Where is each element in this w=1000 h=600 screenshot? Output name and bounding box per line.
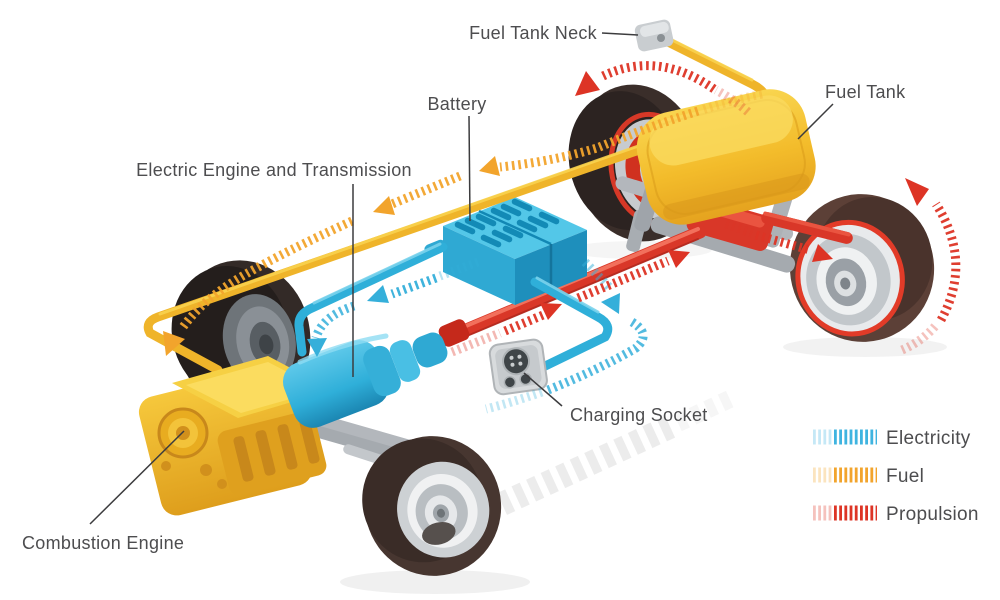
legend-label-fuel: Fuel [886,466,924,487]
fuel-line [143,135,673,375]
label-charging-socket: Charging Socket [570,405,708,425]
charging-cable [499,276,613,391]
label-fuel-tank: Fuel Tank [825,82,906,102]
labels: Fuel Tank Neck Battery Fuel Tank Electri… [22,23,906,553]
electricity-line-battery-to-motor [294,242,448,357]
label-electric-engine: Electric Engine and Transmission [136,160,412,180]
legend-label-propulsion: Propulsion [886,504,979,525]
fuel-flow-arrows [179,89,763,330]
legend-item-propulsion: Propulsion [813,504,979,525]
leader-charging-socket [523,372,563,407]
rear-right-wheel [789,194,935,342]
electricity-flow-arrows [311,257,648,414]
fuel-flow-arrowheads [163,156,500,356]
legend-label-electricity: Electricity [886,428,971,449]
front-right-wheel [362,436,502,576]
legend-item-fuel: Fuel [813,466,924,487]
legend: Electricity Fuel Propulsion [813,428,979,525]
leader-combustion-engine [89,430,185,525]
fuel-tank-neck-cap [634,19,674,52]
fuel-tank [636,89,816,225]
label-battery: Battery [427,94,486,114]
label-combustion-engine: Combustion Engine [22,533,184,553]
legend-item-electricity: Electricity [813,428,971,449]
label-fuel-tank-neck: Fuel Tank Neck [469,23,598,43]
propulsion-flow-arrowheads [540,71,929,320]
leader-fuel-tank-neck [601,32,639,36]
battery-vents [454,198,560,248]
propulsion-flow-arrows [450,61,961,357]
leader-battery [468,115,471,222]
electricity-flow-arrowheads [307,285,620,357]
leader-lines [89,32,834,525]
leader-fuel-tank [797,103,834,140]
battery [424,197,587,305]
electric-engine-transmission [282,332,448,428]
